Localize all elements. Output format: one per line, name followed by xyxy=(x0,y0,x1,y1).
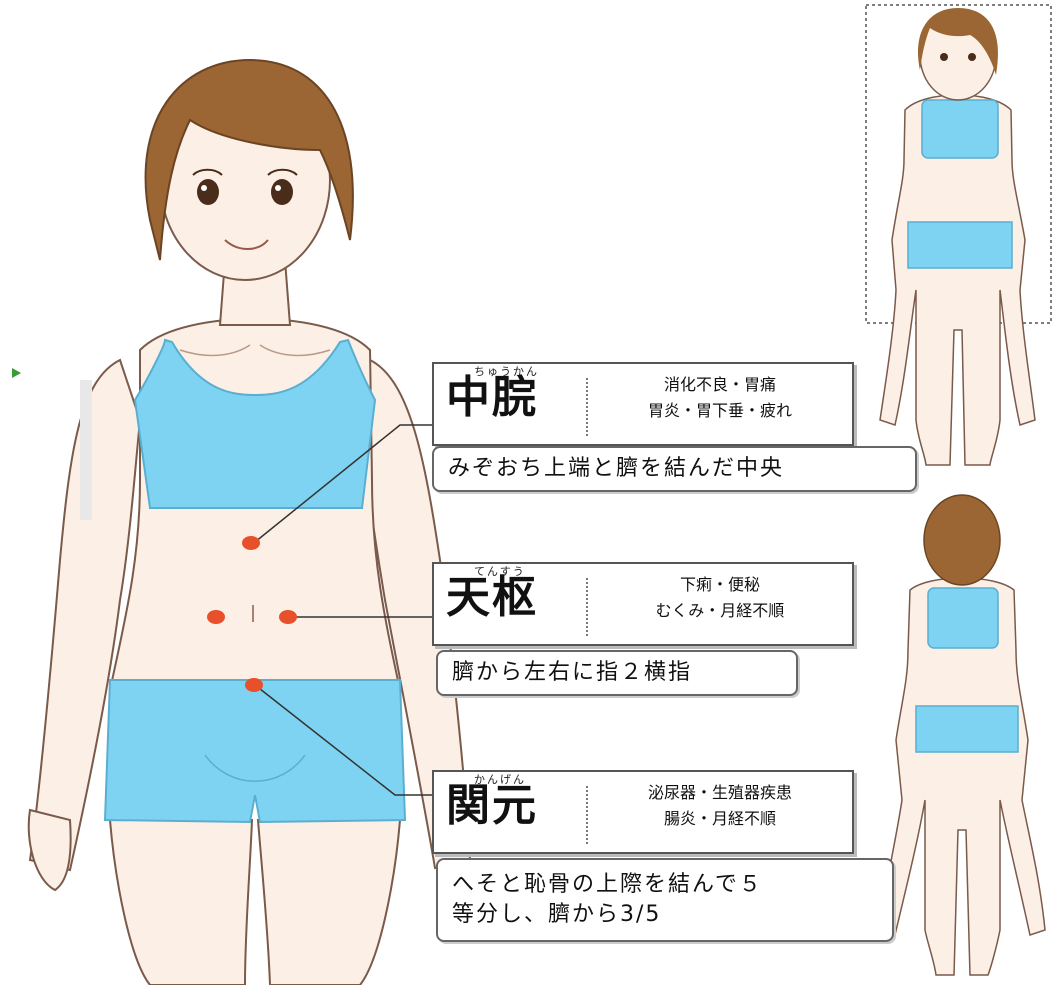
location-line: 等分し、臍から3/5 xyxy=(452,900,878,930)
indication-line: 消化不良・胃痛 xyxy=(594,372,846,398)
indications-tensu: 下痢・便秘 むくみ・月経不順 xyxy=(594,572,846,624)
point-name-tensu: 天枢 xyxy=(446,574,538,622)
indications-kangen: 泌尿器・生殖器疾患 腸炎・月経不順 xyxy=(594,780,846,832)
location-tensu: 臍から左右に指２横指 xyxy=(436,650,798,696)
indication-line: 腸炎・月経不順 xyxy=(594,806,846,832)
small-back-figure xyxy=(880,495,1045,975)
card-divider xyxy=(586,378,588,436)
indication-line: 泌尿器・生殖器疾患 xyxy=(594,780,846,806)
indication-line: 胃炎・胃下垂・疲れ xyxy=(594,398,846,424)
location-line: へそと恥骨の上際を結んで５ xyxy=(452,870,878,900)
point-chukan-dot xyxy=(242,536,260,550)
point-tensu-right-dot xyxy=(279,610,297,624)
point-name-kangen: 関元 xyxy=(446,782,538,830)
point-name-chukan: 中脘 xyxy=(446,374,538,422)
indication-line: むくみ・月経不順 xyxy=(594,598,846,624)
green-arrow-mark xyxy=(12,368,21,378)
indications-chukan: 消化不良・胃痛 胃炎・胃下垂・疲れ xyxy=(594,372,846,424)
small-front-figure xyxy=(866,5,1051,465)
indication-line: 下痢・便秘 xyxy=(594,572,846,598)
point-tensu-left-dot xyxy=(207,610,225,624)
point-card-chukan: ちゅうかん 中脘 消化不良・胃痛 胃炎・胃下垂・疲れ xyxy=(432,362,854,446)
point-kangen-dot xyxy=(245,678,263,692)
location-kangen: へそと恥骨の上際を結んで５ 等分し、臍から3/5 xyxy=(436,858,894,942)
point-card-kangen: かんげん 関元 泌尿器・生殖器疾患 腸炎・月経不順 xyxy=(432,770,854,854)
point-card-tensu: てんすう 天枢 下痢・便秘 むくみ・月経不順 xyxy=(432,562,854,646)
location-chukan: みぞおち上端と臍を結んだ中央 xyxy=(432,446,917,492)
card-divider xyxy=(586,578,588,636)
card-divider xyxy=(586,786,588,844)
main-figure xyxy=(29,60,470,985)
